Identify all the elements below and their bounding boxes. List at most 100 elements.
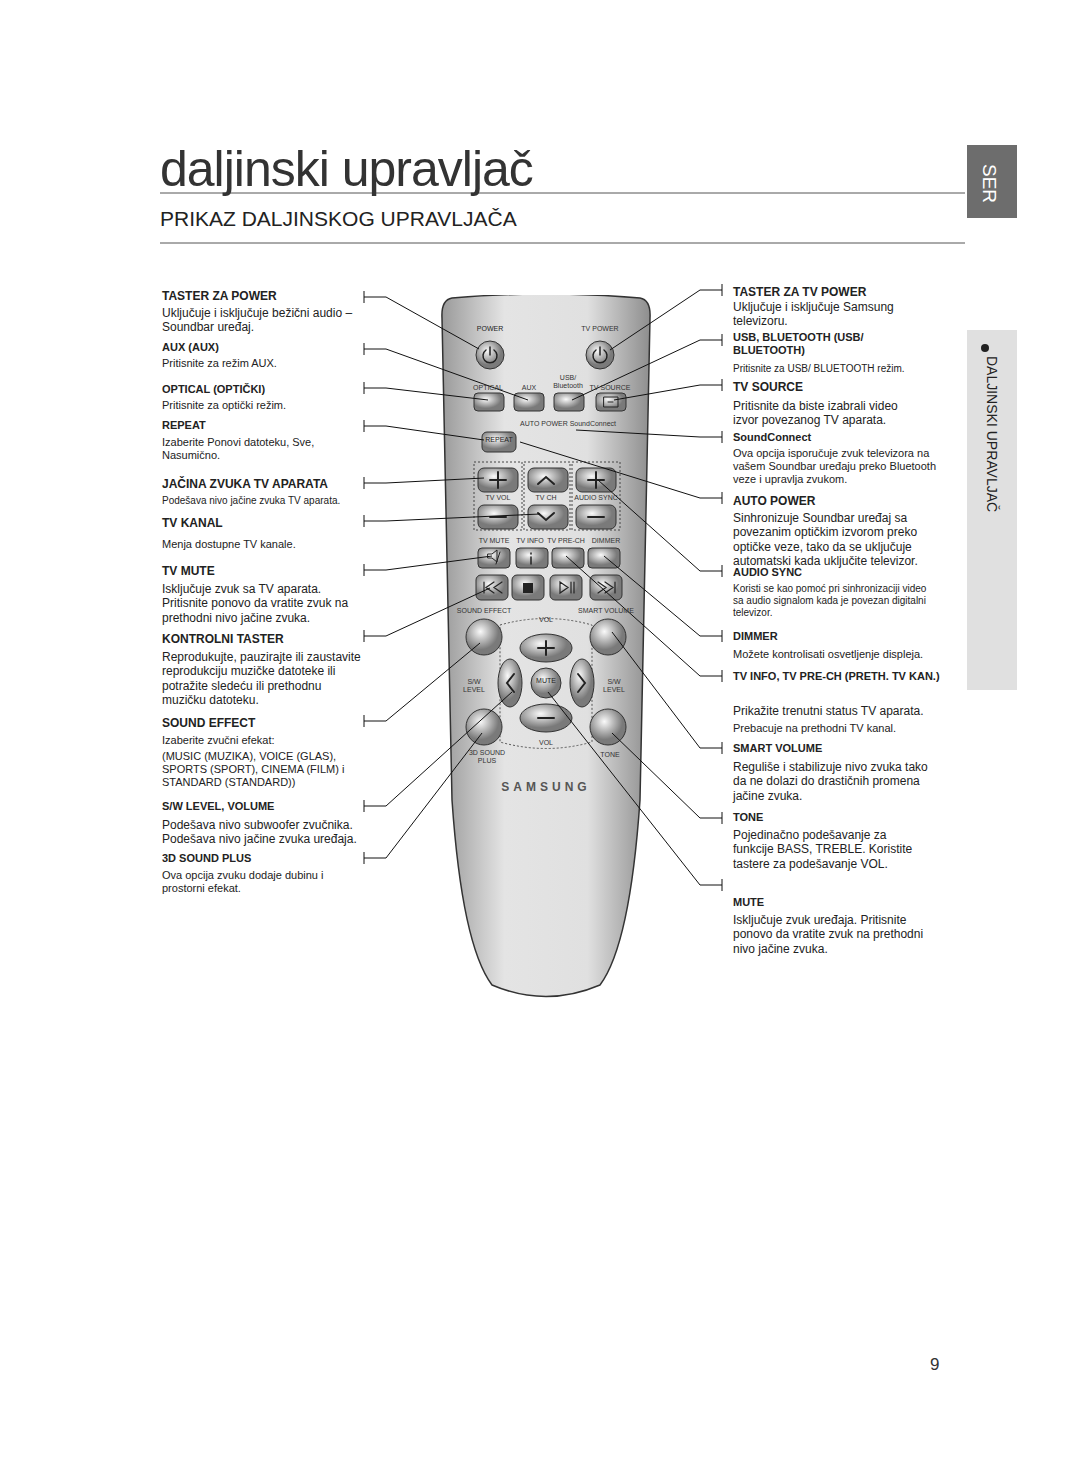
callout-text: Pritisnite za optički režim. — [162, 399, 286, 412]
leader-line — [604, 556, 722, 642]
callout-text: MUTE — [733, 896, 764, 909]
callout-text: POWER — [477, 325, 503, 333]
leader-line — [364, 692, 512, 812]
button-label: AUDIO SYNC — [574, 494, 618, 502]
button-label: AUX — [522, 384, 536, 392]
button-label: TONE — [600, 751, 619, 759]
callout-text: TV MUTE — [162, 564, 215, 578]
callout-text: Prikažite trenutni status TV aparata. — [733, 704, 924, 718]
button-label: TV VOL — [486, 494, 511, 502]
remote-body: REPEAT MUTE SAMSUNG — [440, 295, 652, 1010]
button-label: S/W LEVEL — [459, 678, 489, 695]
button-label: 9 — [930, 1355, 939, 1375]
button-label: TV SOURCE — [590, 384, 631, 392]
leader-line — [364, 733, 482, 864]
section-heading: DALJINSKI UPRAVLJAČ — [983, 356, 1000, 512]
leader-line — [364, 382, 488, 400]
callout-text: Prebacuje na prethodni TV kanal. — [733, 722, 896, 735]
section-heading: PRIKAZ DALJINSKOG UPRAVLJAČA — [160, 206, 517, 231]
callout-text: Pritisnite za USB/ BLUETOOTH režim. — [733, 363, 905, 375]
callout-text: Pritisnite da biste izabrali video izvor… — [733, 399, 918, 428]
callout-text: Izaberite Ponovi datoteku, Sve, Nasumičn… — [162, 436, 362, 462]
callout-text: 3D SOUND PLUS — [162, 852, 251, 865]
section-heading: SER — [977, 164, 1000, 203]
callout-text: Reguliše i stabilizuje nivo zvuka tako d… — [733, 760, 938, 803]
leader-line — [520, 442, 722, 504]
callout-text: SOUND EFFECT — [162, 716, 255, 730]
leader-line — [364, 291, 479, 349]
leader-line — [364, 420, 484, 440]
button-label: 3D SOUND PLUS — [467, 749, 507, 766]
leader-line — [364, 643, 480, 727]
button-label: SMART VOLUME — [578, 607, 634, 615]
callout-text: Ova opcija zvuku dodaje dubinu i prostor… — [162, 869, 362, 895]
callout-text: AUTO POWER — [733, 494, 815, 508]
leader-line — [566, 556, 722, 682]
callout-text: Izaberite zvučni efekat: — [162, 734, 275, 747]
button-text: REPEAT — [482, 436, 516, 443]
leader-line — [576, 430, 722, 443]
callout-text: TASTER ZA TV POWER — [733, 285, 866, 299]
callout-text: Reprodukujte, pauzirajte ili zaustavite … — [162, 650, 362, 708]
callout-text: OPTICAL (OPTIČKI) — [162, 383, 265, 396]
button-label: TV POWER — [581, 325, 618, 333]
callout-text: Možete kontrolisati osvetljenje displeja… — [733, 648, 923, 661]
leader-line — [364, 588, 490, 642]
button-text: MUTE — [531, 677, 561, 684]
callout-text: Uključuje i isključuje Samsung televizor… — [733, 300, 928, 329]
button-label: TV CH — [536, 494, 557, 502]
callout-text: Isključuje zvuk uređaja. Pritisnite pono… — [733, 913, 933, 956]
callout-text: Sinhronizuje Soundbar uređaj sa povezani… — [733, 511, 943, 569]
button-label: AUTO POWER SoundConnect — [520, 420, 616, 428]
button-label: VOL — [539, 616, 553, 624]
button-label: S/W LEVEL — [599, 678, 629, 695]
callout-text: TASTER ZA POWER — [162, 289, 277, 303]
callout-text: Pritisnite za režim AUX. — [162, 357, 277, 370]
leader-line — [364, 556, 492, 576]
callout-text: TONE — [733, 811, 763, 824]
button-label: TV PRE-CH — [547, 537, 585, 545]
button-label: VOL — [539, 739, 553, 747]
remote-illustration — [440, 295, 652, 1010]
callout-text: TV INFO, TV PRE-CH (PRETH. TV KAN.) — [733, 670, 943, 683]
callout-text: AUDIO SYNC — [733, 566, 802, 579]
leader-line — [364, 343, 528, 400]
callout-text: Uključuje i isključuje bežični audio – S… — [162, 306, 362, 335]
button-label: TV MUTE — [479, 537, 510, 545]
callout-text: Ova opcija isporučuje zvuk televizora na… — [733, 447, 938, 487]
callout-text: Isključuje zvuk sa TV aparata. Pritisnit… — [162, 582, 362, 625]
callout-text: SoundConnect — [733, 431, 811, 444]
callout-text: Podešava nivo jačine zvuka TV aparata. — [162, 495, 340, 507]
callout-text: S/W LEVEL, VOLUME — [162, 800, 274, 813]
callout-text: USB, BLUETOOTH (USB/ BLUETOOTH) — [733, 331, 928, 357]
callout-text: TV SOURCE — [733, 380, 803, 394]
leader-line — [364, 514, 540, 527]
callout-text: KONTROLNI TASTER — [162, 632, 284, 646]
leader-line — [612, 733, 722, 824]
callout-text: Koristi se kao pomoć pri sinhronizaciji … — [733, 583, 933, 619]
leader-line — [548, 692, 722, 891]
button-label: USB/ Bluetooth — [546, 374, 590, 391]
callout-text: JAČINA ZVUKA TV APARATA — [162, 477, 328, 491]
callout-text: REPEAT — [162, 419, 206, 432]
page-title: daljinski upravljač — [160, 140, 533, 198]
button-label: OPTICAL — [473, 384, 503, 392]
leader-line — [364, 477, 484, 489]
leader-line — [610, 284, 722, 350]
callout-text: (MUSIC (MUZIKA), VOICE (GLAS), SPORTS (S… — [162, 750, 367, 790]
leader-line — [572, 334, 722, 400]
callout-text: Menja dostupne TV kanale. — [162, 538, 296, 551]
callout-text: SMART VOLUME — [733, 742, 822, 755]
button-label: DIMMER — [592, 537, 620, 545]
button-label: SOUND EFFECT — [457, 607, 511, 615]
brand-logo: SAMSUNG — [440, 780, 652, 794]
callout-text: TV KANAL — [162, 516, 223, 530]
callout-text: Pojedinačno podešavanje za funkcije BASS… — [733, 828, 923, 871]
callout-text: DIMMER — [733, 630, 778, 643]
callout-text: Podešava nivo subwoofer zvučnika. Podeša… — [162, 818, 367, 847]
leader-line — [612, 632, 722, 754]
remote-button: MUTE — [531, 667, 561, 697]
button-label: TV INFO — [516, 537, 544, 545]
callout-text: AUX (AUX) — [162, 341, 219, 354]
remote-button: REPEAT — [482, 432, 516, 452]
